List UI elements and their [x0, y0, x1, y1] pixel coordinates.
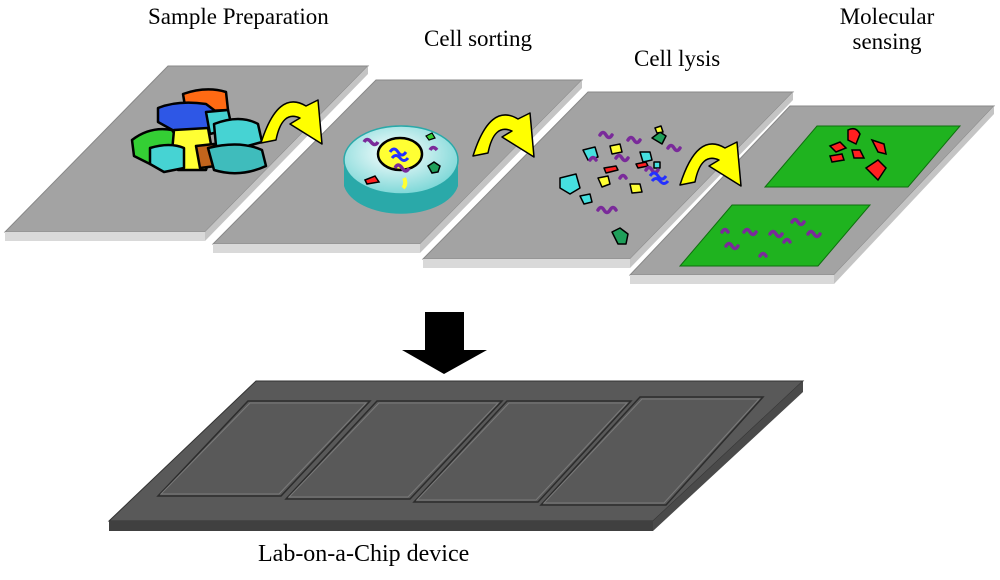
lab-on-chip-device — [107, 380, 805, 531]
label-cell-sorting: Cell sorting — [424, 26, 532, 51]
label-sensing-line: sensing — [852, 29, 922, 55]
sensor-pad-upper — [763, 125, 962, 188]
transfer-arrow-3 — [679, 141, 742, 187]
label-cell-lysis: Cell lysis — [634, 46, 721, 71]
lysis-molecules — [588, 130, 682, 215]
transfer-arrow-2 — [472, 112, 535, 158]
label-molecular-line: Molecular — [839, 4, 935, 29]
label-sample-preparation: Sample Preparation — [148, 4, 329, 29]
sensor-pad-lower — [678, 204, 872, 267]
lysed-cell-debris — [559, 125, 667, 245]
sorted-cell — [343, 125, 459, 214]
cell-cluster — [130, 88, 268, 175]
down-arrow — [402, 312, 487, 374]
dna-fragment — [648, 171, 670, 185]
chip-chamber-3 — [412, 400, 633, 503]
chip-chamber-2 — [284, 400, 504, 500]
chip-chamber-1 — [156, 400, 372, 497]
label-lab-on-chip-device: Lab-on-a-Chip device — [258, 541, 470, 567]
label-molecular-sensing: Molecular sensing — [832, 4, 942, 55]
transfer-arrow-1 — [260, 99, 323, 145]
chip-chamber-4 — [539, 396, 765, 506]
